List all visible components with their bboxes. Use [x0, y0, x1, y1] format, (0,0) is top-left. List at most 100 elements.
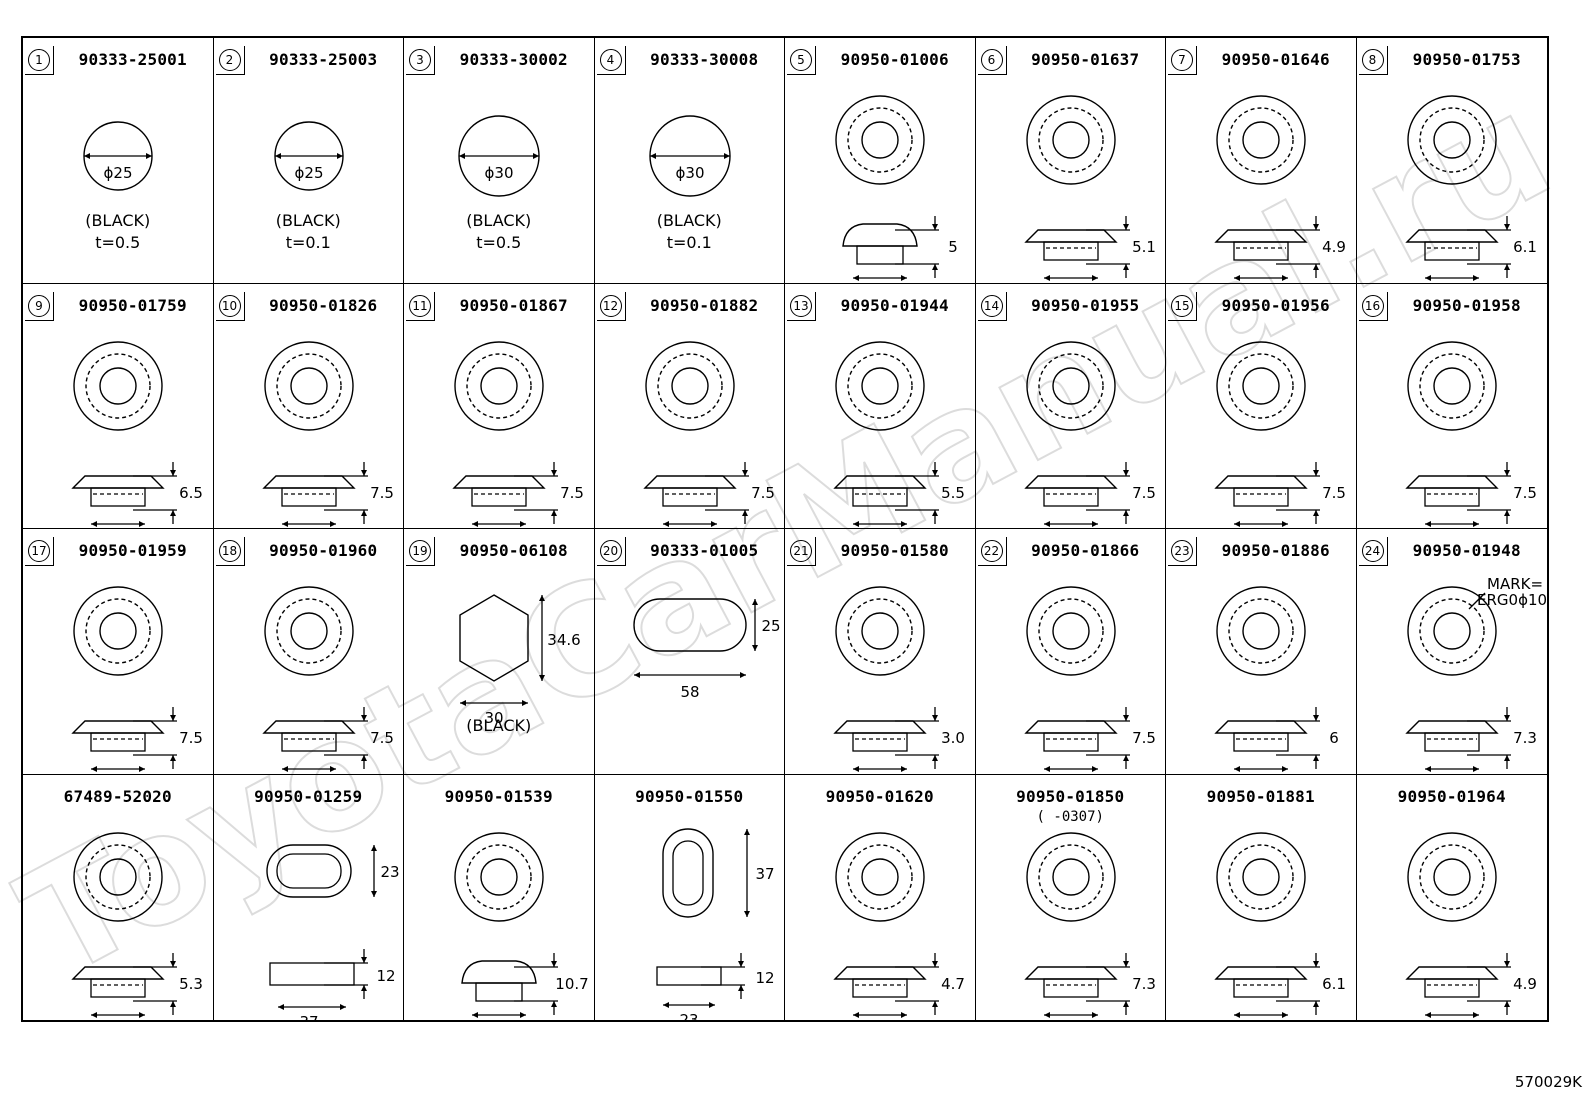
grommet-top-mid [466, 843, 532, 910]
callout-number-text: 23 [1171, 540, 1193, 562]
callout-number: 10 [215, 291, 245, 321]
part-number: 90950-01948 [1412, 541, 1521, 560]
callout-number-text: 18 [218, 540, 241, 562]
color-note: (BLACK) [466, 716, 532, 735]
callout-number-text: 20 [599, 540, 622, 562]
callout-number: 7 [1168, 46, 1197, 75]
dimension-arrow [91, 1011, 145, 1018]
dimension-arrow [1234, 1011, 1288, 1018]
height-label: 5 [948, 238, 958, 256]
grommet-side-flange [452, 474, 546, 489]
grommet-top-mid [1418, 352, 1485, 419]
dimension-arrow [170, 469, 176, 516]
height-label: 23 [380, 863, 399, 881]
side-height-label: 12 [376, 967, 395, 985]
grommet-side-body [1042, 241, 1099, 261]
grommet-side-flange [833, 965, 927, 980]
dimension-arrow [281, 520, 336, 527]
grommet-side-body [1233, 241, 1289, 261]
callout-number-text: 1 [28, 49, 50, 71]
oval-inner [275, 852, 342, 889]
grommet-top-mid [847, 598, 913, 664]
height-label: 4.7 [941, 975, 965, 993]
grommet-top-mid [1418, 843, 1485, 910]
callout-number-text: 2 [218, 49, 241, 71]
grommet-side-flange [1214, 720, 1308, 734]
grommet-top-inner [289, 612, 328, 650]
part-number: 90950-01646 [1221, 50, 1330, 69]
grommet-side-body [852, 732, 908, 752]
callout-number-text: 22 [980, 540, 1003, 562]
grommet-top-inner [1242, 612, 1280, 650]
thickness-note: t=0.1 [285, 233, 331, 252]
grommet-top-inner [99, 612, 137, 650]
grommet-top-outer [1216, 586, 1306, 676]
height-label: 5.1 [1132, 238, 1156, 256]
dimension-arrow [932, 469, 938, 516]
dimension-arrow [1313, 715, 1319, 761]
height-label: 5.3 [179, 975, 203, 993]
height-label: 7.5 [560, 484, 584, 502]
width-label: 58 [680, 683, 699, 701]
grommet-top-mid [85, 843, 151, 910]
grommet-top-outer [1406, 831, 1497, 922]
grommet-top-outer [73, 340, 163, 431]
grommet-top-outer [1406, 95, 1497, 185]
part-number: 90950-01958 [1412, 295, 1521, 315]
grommet-top-outer [263, 586, 354, 676]
grommet-top-inner [1242, 121, 1280, 159]
callout-number: 24 [1358, 537, 1388, 566]
grommet-top-outer [835, 831, 925, 922]
grommet-top-outer [454, 340, 544, 431]
part-number: 90950-01826 [269, 295, 378, 315]
grommet-top-outer [644, 340, 735, 431]
grommet-top-inner [289, 366, 328, 405]
thickness-note: t=0.5 [95, 233, 141, 252]
grommet-side-body [90, 486, 146, 507]
callout-number-text: 3 [409, 49, 431, 71]
dimension-arrow [1503, 960, 1510, 1007]
height-label: 7.5 [179, 729, 203, 747]
height-label: 37 [755, 865, 774, 883]
callout-number: 3 [406, 46, 435, 75]
dimension-arrow [1122, 960, 1129, 1007]
grommet-top-inner [1432, 857, 1471, 896]
height-label: 7.3 [1132, 975, 1156, 993]
grommet-side-body [280, 732, 337, 752]
grommet-side-flange [1023, 965, 1118, 980]
mark-leader-line [1468, 592, 1485, 610]
height-label: 7.5 [1513, 484, 1537, 502]
part-number: 90950-01866 [1031, 541, 1140, 560]
height-label: 7.5 [1132, 484, 1156, 502]
grommet-top-inner [1432, 121, 1471, 159]
part-drawing: ϕ30 [648, 115, 731, 197]
dimension-arrow [1424, 275, 1479, 281]
callout-number-text: 21 [790, 540, 812, 562]
callout-number: 1 [25, 46, 54, 75]
part-number: 90950-01944 [840, 295, 949, 315]
grommet-top-inner [480, 366, 518, 405]
height-label: 5.5 [941, 484, 965, 502]
part-drawing: 3.0ϕ10 [833, 586, 965, 772]
dimension-arrow [1234, 520, 1288, 527]
part-drawing: 5ϕ9.5 [835, 95, 958, 281]
